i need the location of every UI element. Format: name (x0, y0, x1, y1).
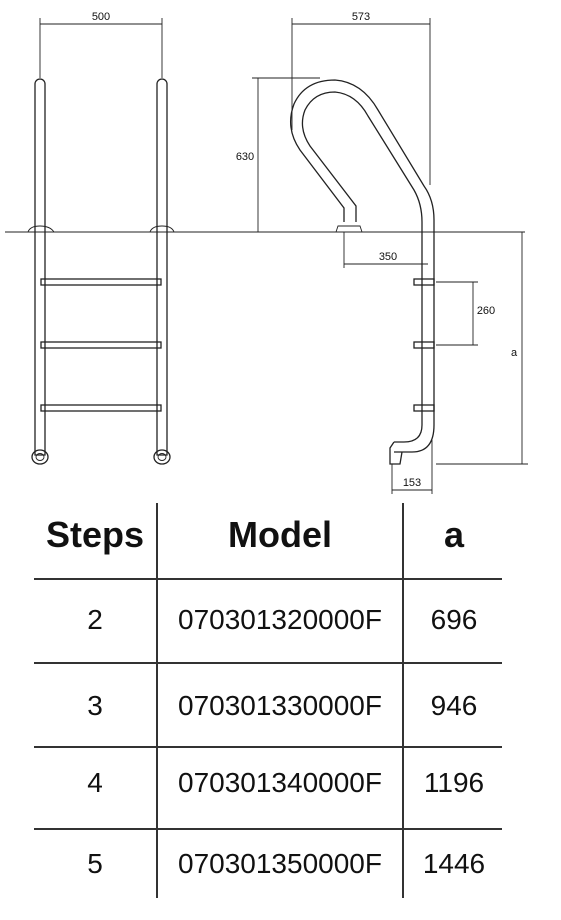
cell-steps: 4 (87, 767, 103, 798)
right-rail (156, 78, 168, 456)
tread-3 (40, 404, 162, 412)
cell-steps: 5 (87, 848, 103, 879)
handrail (289, 79, 435, 453)
header-model: Model (228, 514, 332, 555)
cell-a: 696 (430, 604, 478, 635)
left-foot (31, 449, 49, 465)
ladder-drawing: 500 573 630 (5, 11, 528, 494)
dim-500: 500 (92, 11, 110, 23)
dim-630: 630 (236, 151, 254, 163)
right-foot (153, 449, 171, 465)
dim-260: 260 (477, 305, 495, 317)
step-stub-3 (413, 404, 435, 412)
col-divider-1 (156, 503, 158, 898)
col-divider-2 (402, 503, 404, 898)
cell-model: 070301350000F (178, 848, 382, 879)
header-steps: Steps (45, 514, 145, 555)
cell-model: 070301330000F (178, 690, 382, 721)
front-view: 500 (27, 11, 175, 465)
tread-1 (40, 278, 162, 286)
cell-model: 070301320000F (178, 604, 382, 635)
step-stub-1 (413, 278, 435, 286)
row-divider-2 (34, 746, 502, 748)
cell-steps: 2 (87, 604, 103, 635)
side-view: 573 630 350 260 a 153 (236, 11, 528, 494)
cell-model: 070301340000F (178, 767, 382, 798)
dim-573: 573 (352, 11, 370, 23)
cell-steps: 3 (87, 690, 103, 721)
header-a: a (443, 514, 465, 555)
left-rail (34, 78, 46, 456)
cell-a: 1446 (422, 848, 486, 879)
cell-a: 946 (430, 690, 478, 721)
dim-153: 153 (403, 477, 421, 489)
step-stub-2 (413, 341, 435, 349)
cell-a: 1196 (423, 767, 485, 798)
dim-350: 350 (379, 251, 397, 263)
row-divider-1 (34, 662, 502, 664)
side-foot (389, 441, 403, 465)
dim-a: a (511, 347, 518, 359)
row-divider-3 (34, 828, 502, 830)
tread-2 (40, 341, 162, 349)
row-divider-0 (34, 578, 502, 580)
